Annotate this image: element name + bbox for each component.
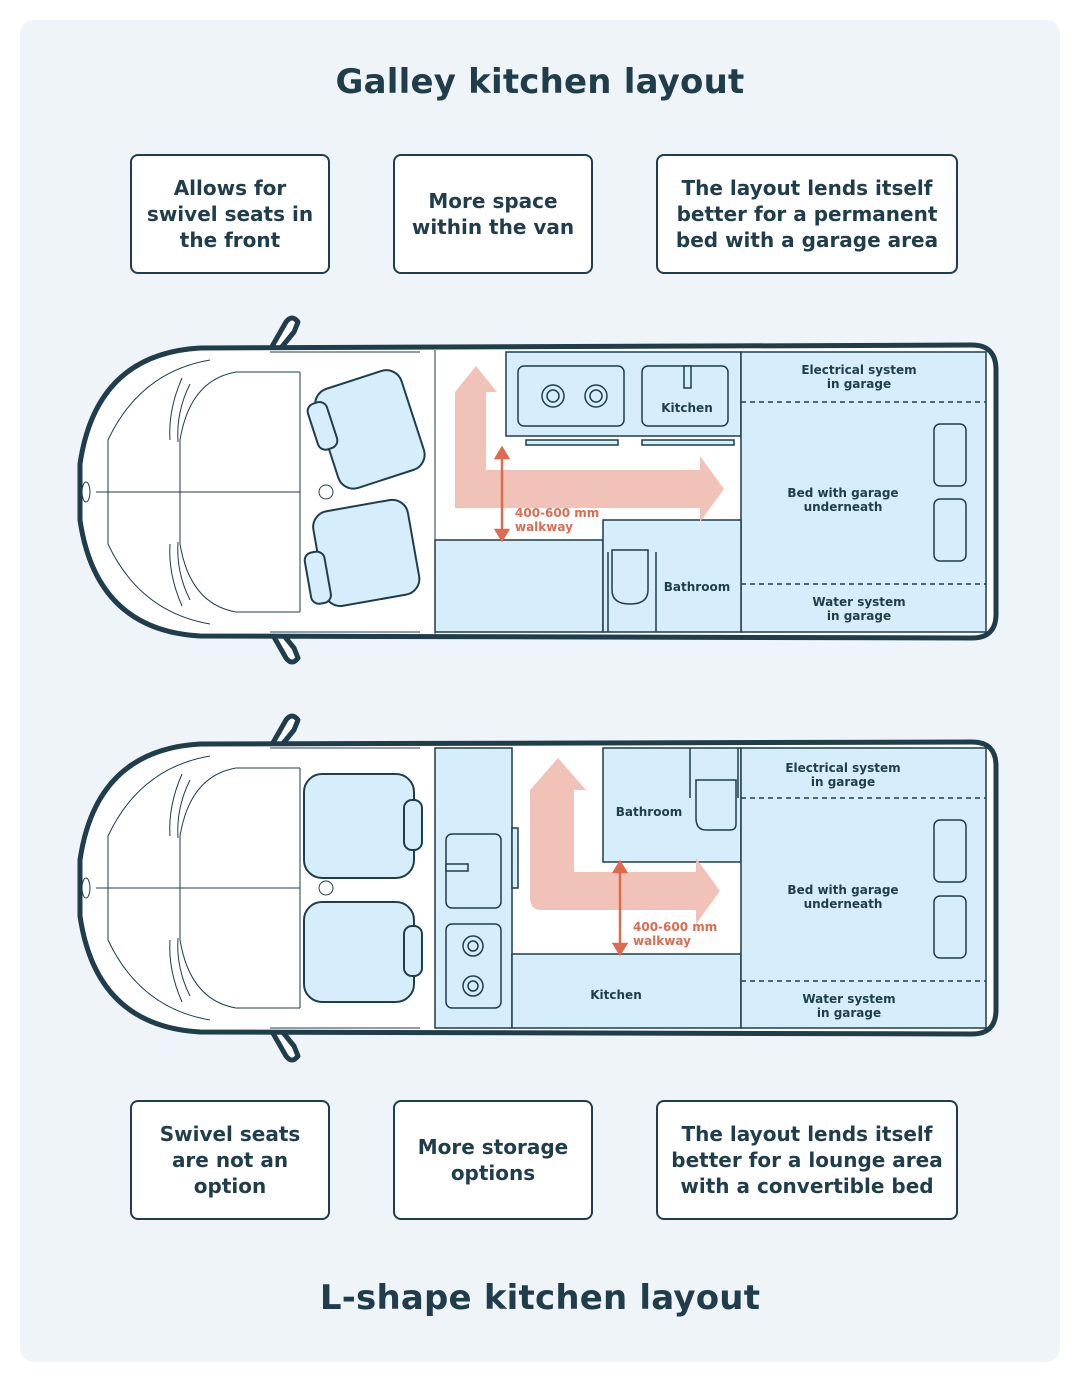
lshape-benefit-storage: More storage options [393, 1100, 593, 1220]
lshape-walkway-label: 400-600 mm [633, 920, 717, 934]
seat-driver [303, 773, 423, 879]
galley-electrical-label-2: in garage [827, 377, 891, 391]
mirror-top [267, 315, 301, 357]
seat-passenger [303, 498, 421, 607]
walkway-dimension [493, 445, 511, 543]
lshape-bathroom-label: Bathroom [616, 805, 682, 819]
walkway-dimension [611, 859, 629, 957]
rear-garage-zone [740, 351, 987, 633]
front-seats [303, 369, 426, 607]
lshape-bathroom [602, 747, 742, 863]
seat-driver [306, 369, 426, 490]
galley-interior [434, 351, 987, 633]
lshape-water-label: Water system [802, 992, 895, 1006]
stove [445, 923, 502, 1009]
lshape-bed-label: Bed with garage [787, 883, 898, 897]
lshape-kitchen-counter [511, 953, 742, 1029]
lshape-kitchen-label: Kitchen [590, 988, 642, 1002]
galley-kitchen-label: Kitchen [661, 401, 713, 415]
galley-bathroom-label: Bathroom [664, 580, 730, 594]
lshape-water-label-2: in garage [817, 1006, 881, 1020]
galley-bathroom [602, 519, 742, 633]
galley-benefit-bed: The layout lends itself better for a per… [656, 154, 958, 274]
galley-walkway-label-2: walkway [515, 520, 573, 534]
galley-bed-label-2: underneath [804, 500, 883, 514]
walkway-arrow [530, 758, 720, 924]
galley-benefit-space: More space within the van [393, 154, 593, 274]
galley-water-label: Water system [812, 595, 905, 609]
lshape-benefit-swivel: Swivel seats are not an option [130, 1100, 330, 1220]
galley-walkway-label: 400-600 mm [515, 506, 599, 520]
lshape-electrical-label-2: in garage [811, 775, 875, 789]
galley-benefit-swivel: Allows for swivel seats in the front [130, 154, 330, 274]
seat-passenger [303, 901, 423, 1003]
stove [517, 365, 625, 427]
front-seats [303, 773, 423, 1003]
galley-bed-label: Bed with garage [787, 486, 898, 500]
lshape-walkway-label-2: walkway [633, 934, 691, 948]
lshape-bed-label-2: underneath [804, 897, 883, 911]
lshape-benefit-lounge: The layout lends itself better for a lou… [656, 1100, 958, 1220]
galley-water-label-2: in garage [827, 609, 891, 623]
lshape-title: L-shape kitchen layout [319, 1278, 761, 1318]
lshape-interior [434, 747, 987, 1029]
cab-details [81, 747, 420, 1029]
galley-electrical-label: Electrical system [801, 363, 916, 377]
walkway-arrow [455, 366, 724, 522]
galley-title: Galley kitchen layout [335, 62, 745, 102]
lshape-electrical-label: Electrical system [785, 761, 900, 775]
